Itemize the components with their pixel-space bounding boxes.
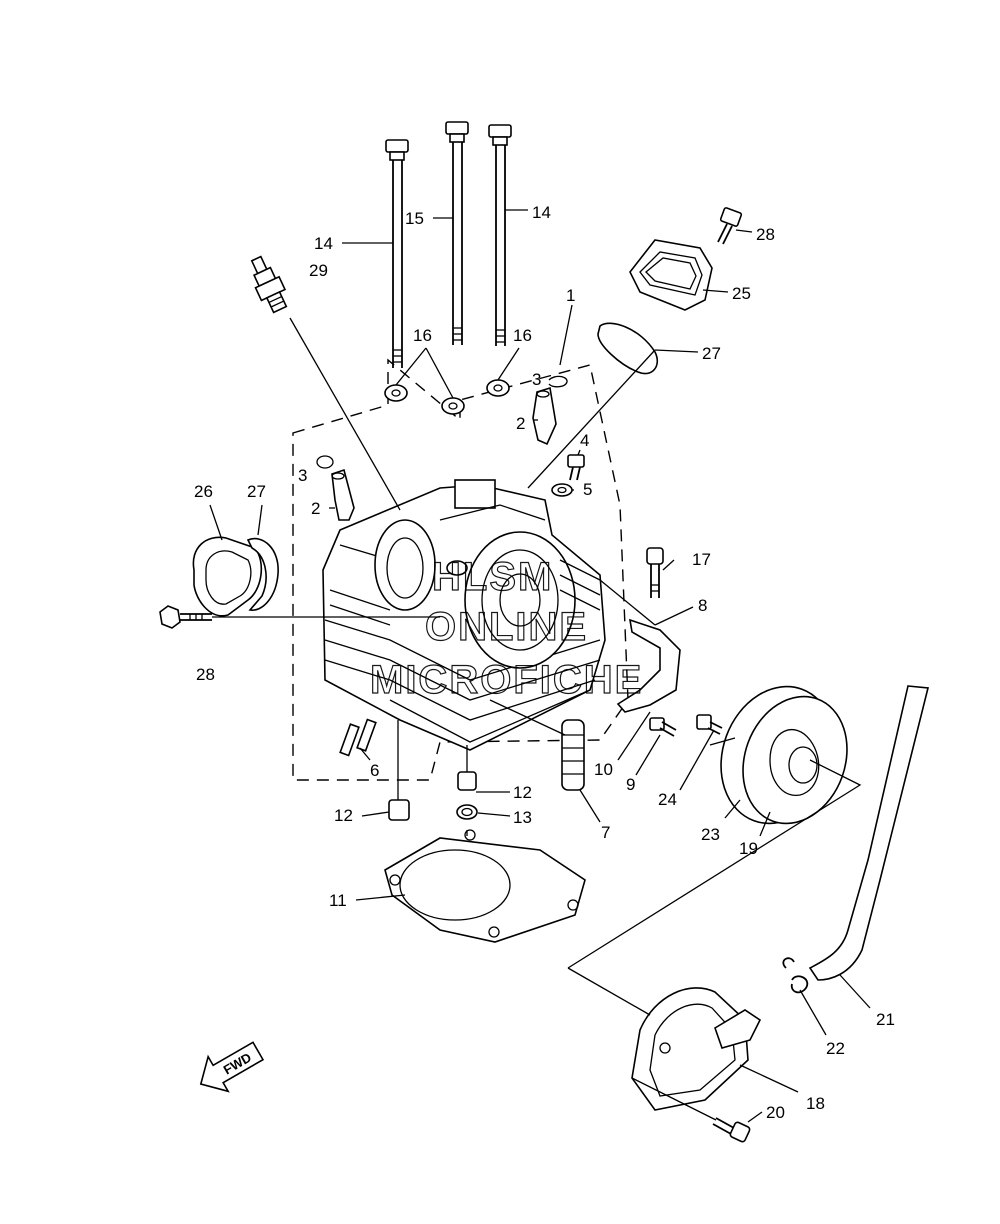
cylinder-head-bolt <box>445 121 469 345</box>
valve-guide <box>532 386 557 446</box>
callout-23: 23 <box>701 825 720 844</box>
callout-10: 10 <box>594 760 613 779</box>
callout-19: 19 <box>739 839 758 858</box>
callout-22: 22 <box>826 1039 845 1058</box>
gasket <box>616 618 681 713</box>
cylinder-head-bolt <box>385 139 409 368</box>
bolt <box>712 1117 751 1143</box>
callout-6: 6 <box>370 761 379 780</box>
callout-26: 26 <box>194 482 213 501</box>
dowel <box>457 771 477 791</box>
screw <box>717 207 743 245</box>
head-gasket <box>384 829 586 943</box>
callout-7: 7 <box>601 823 610 842</box>
breather-cover <box>631 987 762 1111</box>
callout-3: 3 <box>298 466 307 485</box>
o-ring <box>456 804 478 820</box>
hose-clip <box>782 957 809 994</box>
callout-14: 14 <box>532 203 551 222</box>
cover-plate <box>629 239 713 311</box>
bolt <box>159 605 212 629</box>
callout-2: 2 <box>516 414 525 433</box>
callout-28: 28 <box>196 665 215 684</box>
callout-1: 1 <box>566 286 575 305</box>
callout-3: 3 <box>532 370 541 389</box>
bolt <box>567 454 585 481</box>
washer <box>486 379 510 397</box>
bolt <box>649 717 677 737</box>
callout-4: 4 <box>580 431 589 450</box>
o-ring <box>246 537 279 611</box>
dowel-pin <box>339 718 377 757</box>
callout-24: 24 <box>658 790 677 809</box>
callout-27: 27 <box>247 482 266 501</box>
callout-16: 16 <box>513 326 532 345</box>
callout-14: 14 <box>314 234 333 253</box>
dowel <box>388 799 410 821</box>
callout-29: 29 <box>309 261 328 280</box>
callout-17: 17 <box>692 550 711 569</box>
callout-27: 27 <box>702 344 721 363</box>
callout-12: 12 <box>513 783 532 802</box>
callout-9: 9 <box>626 775 635 794</box>
forward-arrow: FWD <box>199 1041 265 1093</box>
watermark-line-3: MICROFICHE <box>370 658 643 702</box>
stud-bolt <box>646 547 664 598</box>
callout-25: 25 <box>732 284 751 303</box>
spark-plug <box>250 255 288 314</box>
circlip <box>316 455 334 469</box>
o-ring <box>597 322 659 375</box>
callout-8: 8 <box>698 596 707 615</box>
leader-lines <box>209 209 871 1123</box>
watermark-line-1: HLSM <box>432 555 553 599</box>
callout-18: 18 <box>806 1094 825 1113</box>
callout-11: 11 <box>329 891 347 910</box>
assembly-outline <box>292 358 629 781</box>
tappet-cover <box>192 536 263 617</box>
watermark-line-2: ONLINE <box>425 605 588 649</box>
callout-15: 15 <box>405 209 424 228</box>
callout-2: 2 <box>311 499 320 518</box>
washer <box>551 483 573 497</box>
washer <box>384 384 408 402</box>
callout-13: 13 <box>513 808 532 827</box>
callout-16: 16 <box>413 326 432 345</box>
callout-21: 21 <box>876 1010 895 1029</box>
callout-numbers: 14 15 14 28 25 29 1 16 16 27 3 2 4 5 3 2… <box>194 203 895 1122</box>
chain-guide <box>561 719 585 791</box>
breather-hose <box>808 685 930 981</box>
valve-guide <box>331 468 355 521</box>
callout-28: 28 <box>756 225 775 244</box>
circlip <box>548 375 568 388</box>
washer <box>441 397 465 415</box>
sprocket-cover <box>720 685 848 825</box>
callout-12: 12 <box>334 806 353 825</box>
watermark: HLSM ONLINE MICROFICHE <box>369 554 643 702</box>
callout-5: 5 <box>583 480 592 499</box>
callout-20: 20 <box>766 1103 785 1122</box>
cylinder-head <box>322 479 606 751</box>
bolt <box>696 714 723 735</box>
cylinder-head-bolt <box>488 124 512 346</box>
